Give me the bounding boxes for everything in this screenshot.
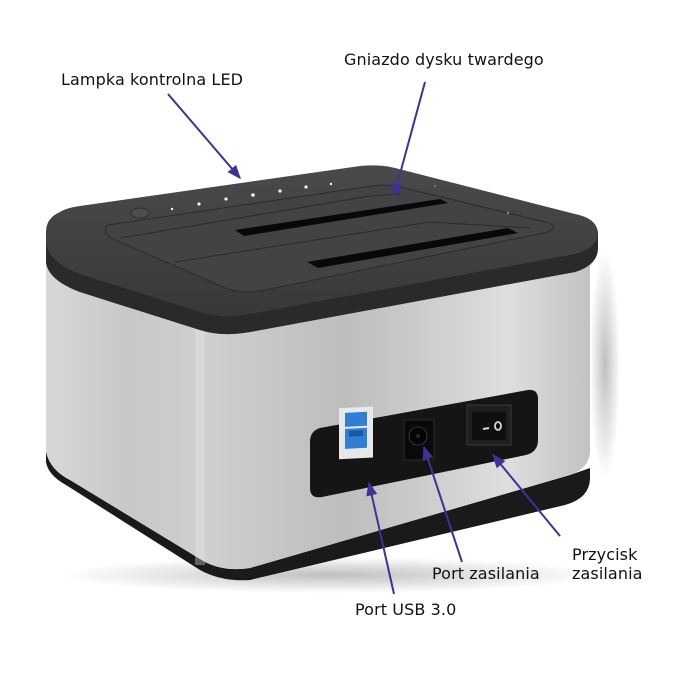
switch-off-symbol-icon xyxy=(482,427,490,430)
top-power-button[interactable] xyxy=(130,207,150,219)
led-icon xyxy=(251,193,255,197)
power-port[interactable] xyxy=(403,419,435,461)
led-icon xyxy=(170,207,174,211)
label-power-button: Przycisk zasilania xyxy=(572,545,643,583)
led-icon xyxy=(197,202,201,206)
arrow-power-port xyxy=(422,445,463,563)
label-power-button-line1: Przycisk xyxy=(572,545,638,564)
top-panel xyxy=(104,184,554,293)
tray-line xyxy=(174,221,531,263)
slot-marker-icon xyxy=(506,211,510,215)
arrow-usb-port xyxy=(366,481,395,595)
switch-on-symbol-icon xyxy=(494,421,502,431)
tray-line xyxy=(119,193,401,239)
led-icon xyxy=(329,182,333,186)
label-led-indicator: Lampka kontrolna LED xyxy=(61,70,244,89)
drive-slot-1[interactable] xyxy=(235,199,448,236)
drive-slot-2[interactable] xyxy=(307,228,518,268)
top-cover-rim xyxy=(46,232,598,335)
label-drive-slot: Gniazdo dysku twardego xyxy=(344,50,544,69)
led-icon xyxy=(224,197,228,201)
arrow-power-button xyxy=(492,453,561,537)
led-icon xyxy=(304,185,308,189)
arrow-drive-slot xyxy=(391,81,426,198)
arrow-led xyxy=(167,93,241,180)
usb-3-port[interactable] xyxy=(339,406,373,460)
label-power-port: Port zasilania xyxy=(432,564,540,583)
device-base xyxy=(46,450,590,581)
power-button[interactable] xyxy=(466,404,512,446)
led-icon xyxy=(278,189,282,193)
label-power-button-line2: zasilania xyxy=(572,564,643,583)
slot-marker-icon xyxy=(434,185,436,187)
annotation-arrows xyxy=(167,81,561,595)
device-body xyxy=(46,255,590,570)
led-indicators xyxy=(170,182,333,211)
label-usb-port: Port USB 3.0 xyxy=(355,600,457,619)
